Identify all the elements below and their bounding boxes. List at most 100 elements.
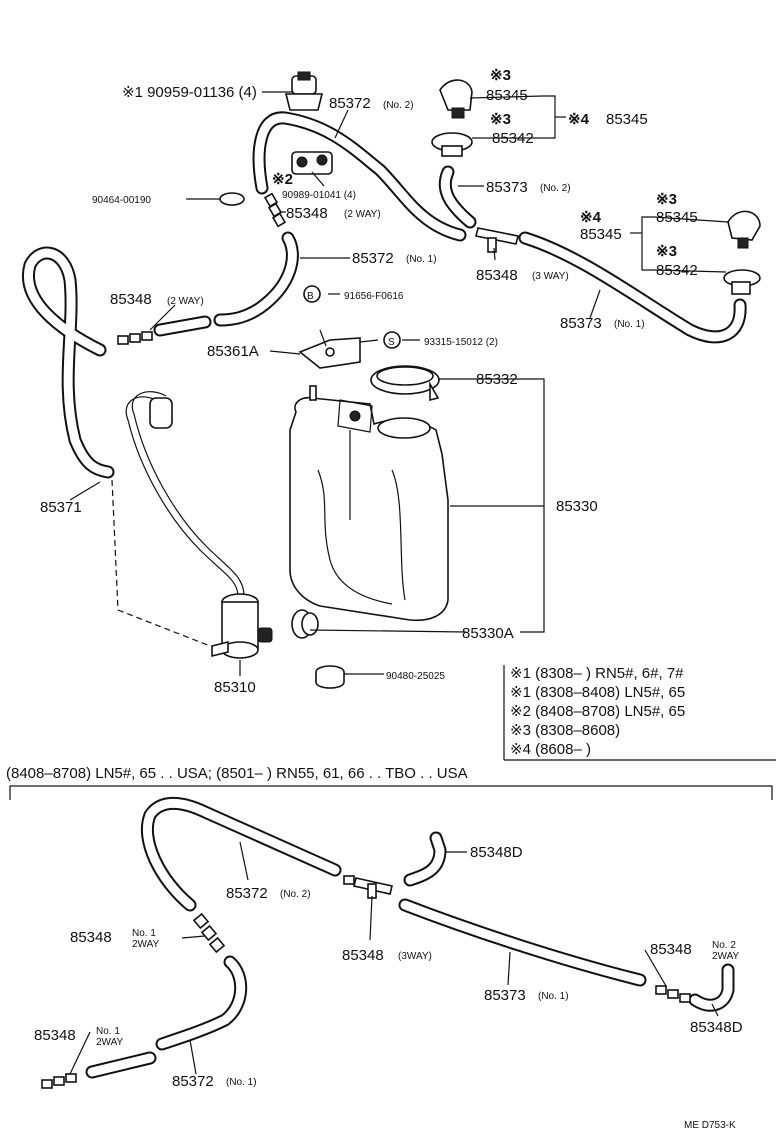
label-lower-85348-no1-b-sub2: 2WAY xyxy=(96,1037,124,1048)
mark-4-a: ※4 xyxy=(568,111,590,128)
lower-connector-no1-a xyxy=(192,912,226,954)
note-4: ※3 (8308–8608) xyxy=(510,722,620,739)
grommet-85330A xyxy=(291,609,319,639)
circle-b-letter: B xyxy=(307,291,314,302)
note-1: ※1 (8308– ) RN5#, 6#, 7# xyxy=(510,665,684,682)
nozzle-85345-c xyxy=(727,210,761,249)
tank-85330 xyxy=(289,385,449,622)
clip-90464 xyxy=(186,192,245,206)
label-85345-a: 85345 xyxy=(486,87,528,104)
label-lower-85348-no1-b-sub1: No. 1 xyxy=(96,1026,120,1037)
nozzle-85345-a xyxy=(439,79,473,119)
applicability-notes: ※1 (8308– ) RN5#, 6#, 7# ※1 (8308–8408) … xyxy=(503,665,776,761)
lower-elbow-85348D-top xyxy=(403,831,447,887)
label-85348-2way-b-sub: (2 WAY) xyxy=(167,296,204,307)
label-lower-85348D-top: 85348D xyxy=(470,844,523,861)
label-lower-85348-no1-a: 85348 xyxy=(70,929,112,946)
mark-3-a: ※3 xyxy=(490,67,511,84)
label-93315: 93315-15012 (2) xyxy=(424,337,498,348)
dash-85371-to-pump xyxy=(111,479,211,647)
label-91656: 91656-F0616 xyxy=(344,291,404,302)
hose-85371 xyxy=(22,246,115,479)
lower-connector-3way xyxy=(343,875,393,899)
label-85345-side: 85345 xyxy=(580,226,622,243)
nozzle-90959 xyxy=(284,71,324,111)
label-85330A: 85330A xyxy=(462,625,514,642)
label-90464: 90464-00190 xyxy=(92,195,151,206)
leader-lines-lower xyxy=(69,841,719,1075)
mark-3-d: ※3 xyxy=(656,243,677,260)
label-85371: 85371 xyxy=(40,499,82,516)
label-lower-85372-no2: 85372 xyxy=(226,885,268,902)
label-90480: 90480-25025 xyxy=(386,671,445,682)
lower-elbow-85348D-bottom xyxy=(688,963,735,1012)
label-85348-2way-a: 85348 xyxy=(286,205,328,222)
label-85373-no1-sub: (No. 1) xyxy=(614,319,645,330)
connector-85348-3way xyxy=(475,227,519,253)
label-lower-85348-no1-a-sub1: No. 1 xyxy=(132,928,156,939)
lower-hose-85372-no1 xyxy=(155,955,248,1051)
mark-2: ※2 xyxy=(272,171,293,188)
label-85372-no2: 85372 xyxy=(329,95,371,112)
label-85348-2way-b: 85348 xyxy=(110,291,152,308)
label-lower-85372-no2-sub: (No. 2) xyxy=(280,889,311,900)
cap-85332 xyxy=(370,365,440,402)
note-5: ※4 (8608– ) xyxy=(510,741,591,758)
mark-3-c: ※3 xyxy=(656,191,677,208)
connector-85348-2way-a xyxy=(263,192,287,228)
circle-s-letter: S xyxy=(388,337,395,348)
label-85372-no1-sub: (No. 1) xyxy=(406,254,437,265)
label-85310: 85310 xyxy=(214,679,256,696)
base-85342-a xyxy=(431,132,473,157)
pump-85310 xyxy=(125,391,273,659)
hose-85373-no1 xyxy=(518,231,747,344)
label-85372-no1: 85372 xyxy=(352,250,394,267)
hose-85372-no1 xyxy=(213,231,299,327)
label-85348-3way-sub: (3 WAY) xyxy=(532,271,569,282)
label-85372-no2-sub: (No. 2) xyxy=(383,100,414,111)
label-90959: ※1 90959-01136 (4) xyxy=(122,84,257,101)
mark-4-b: ※4 xyxy=(580,209,602,226)
hose-short-left xyxy=(153,315,212,337)
label-lower-85373-no1: 85373 xyxy=(484,987,526,1004)
note-3: ※2 (8408–8708) LN5#, 65 xyxy=(510,703,685,720)
lower-hose-85373-no1 xyxy=(398,898,647,987)
label-85332: 85332 xyxy=(476,371,518,388)
label-lower-85348-no1-b: 85348 xyxy=(34,1027,76,1044)
label-85330: 85330 xyxy=(556,498,598,515)
label-85373-no2-sub: (No. 2) xyxy=(540,183,571,194)
section-bracket xyxy=(9,785,773,800)
mark-3-b: ※3 xyxy=(490,111,511,128)
leader-lines-upper xyxy=(69,91,729,676)
label-lower-85348-3way: 85348 xyxy=(342,947,384,964)
base-85342-c xyxy=(723,269,761,295)
lower-hose-85372-no2 xyxy=(140,796,342,912)
lower-connector-no2 xyxy=(655,985,691,1003)
circle-b xyxy=(303,285,321,303)
label-lower-85348-no1-a-sub2: 2WAY xyxy=(132,939,160,950)
label-85345-group: 85345 xyxy=(606,111,648,128)
label-85348-2way-a-sub: (2 WAY) xyxy=(344,209,381,220)
lower-hose-short xyxy=(85,1051,157,1079)
bracket-85361A xyxy=(298,329,379,369)
label-85345-c: 85345 xyxy=(656,209,698,226)
label-85361A: 85361A xyxy=(207,343,259,360)
connector-85348-2way-b xyxy=(117,331,153,345)
label-lower-85372-no1-sub: (No. 1) xyxy=(226,1077,257,1088)
label-lower-85348D-bottom: 85348D xyxy=(690,1019,743,1036)
cap-90480 xyxy=(315,665,345,689)
label-85373-no2: 85373 xyxy=(486,179,528,196)
hose-85372-no2 xyxy=(252,111,467,242)
section-header: (8408–8708) LN5#, 65 . . USA; (8501– ) R… xyxy=(6,765,468,782)
hose-85373-no2 xyxy=(438,165,477,229)
label-85373-no1: 85373 xyxy=(560,315,602,332)
label-90989: 90989-01041 (4) xyxy=(282,190,356,201)
label-85348-3way: 85348 xyxy=(476,267,518,284)
label-lower-85348-no2-sub2: 2WAY xyxy=(712,951,740,962)
label-85342-c: 85342 xyxy=(656,262,698,279)
footer-code: ME D753-K xyxy=(684,1120,736,1131)
label-85342-a: 85342 xyxy=(492,130,534,147)
label-lower-85372-no1: 85372 xyxy=(172,1073,214,1090)
circle-s xyxy=(383,331,401,349)
